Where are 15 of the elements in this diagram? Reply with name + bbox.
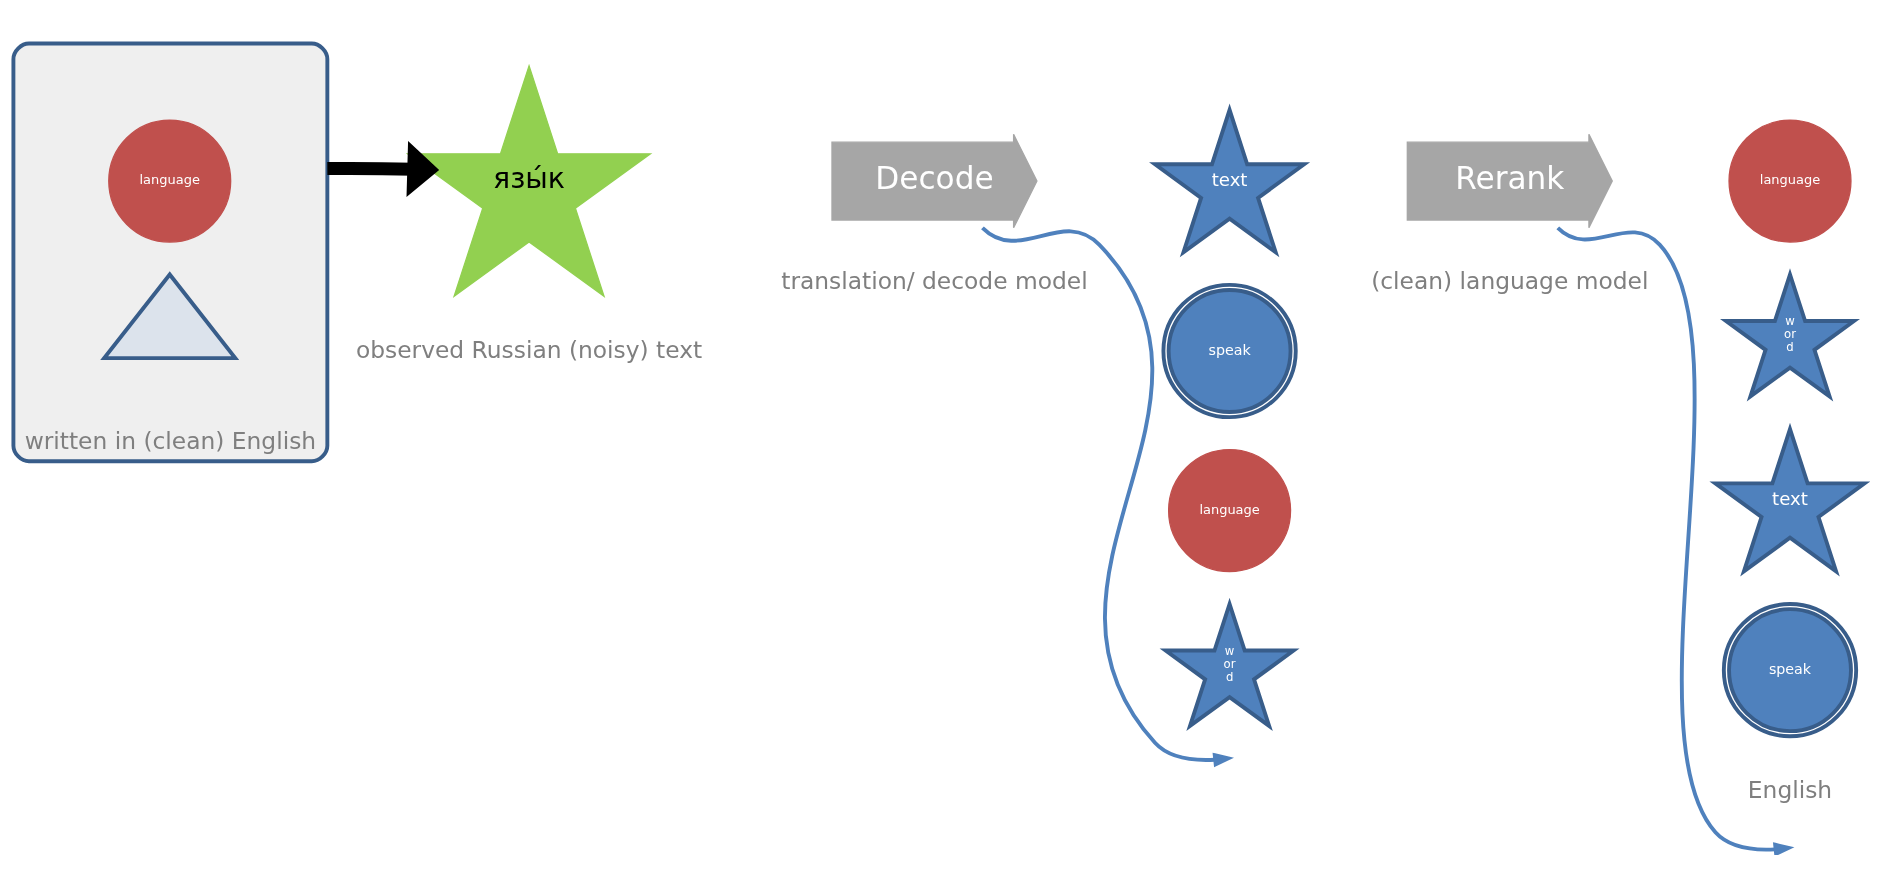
node-triangle xyxy=(100,271,240,361)
node-circle: language xyxy=(1167,448,1292,573)
node-label: observed Russian (noisy) text xyxy=(355,336,703,365)
cluster xyxy=(11,41,330,464)
node-circle: speak xyxy=(1721,602,1859,739)
arrow xyxy=(981,226,1234,768)
node-circle: language xyxy=(1728,119,1852,243)
arrow xyxy=(327,141,440,197)
node-label: written in (clean) English xyxy=(24,426,317,455)
node-circle: language xyxy=(108,119,232,243)
node-circle: speak xyxy=(1161,282,1298,420)
arrow xyxy=(1556,226,1795,855)
node-label: translation/ decode model xyxy=(781,267,1088,296)
label: English xyxy=(1747,775,1833,804)
node-label: (clean) language model xyxy=(1371,267,1649,296)
